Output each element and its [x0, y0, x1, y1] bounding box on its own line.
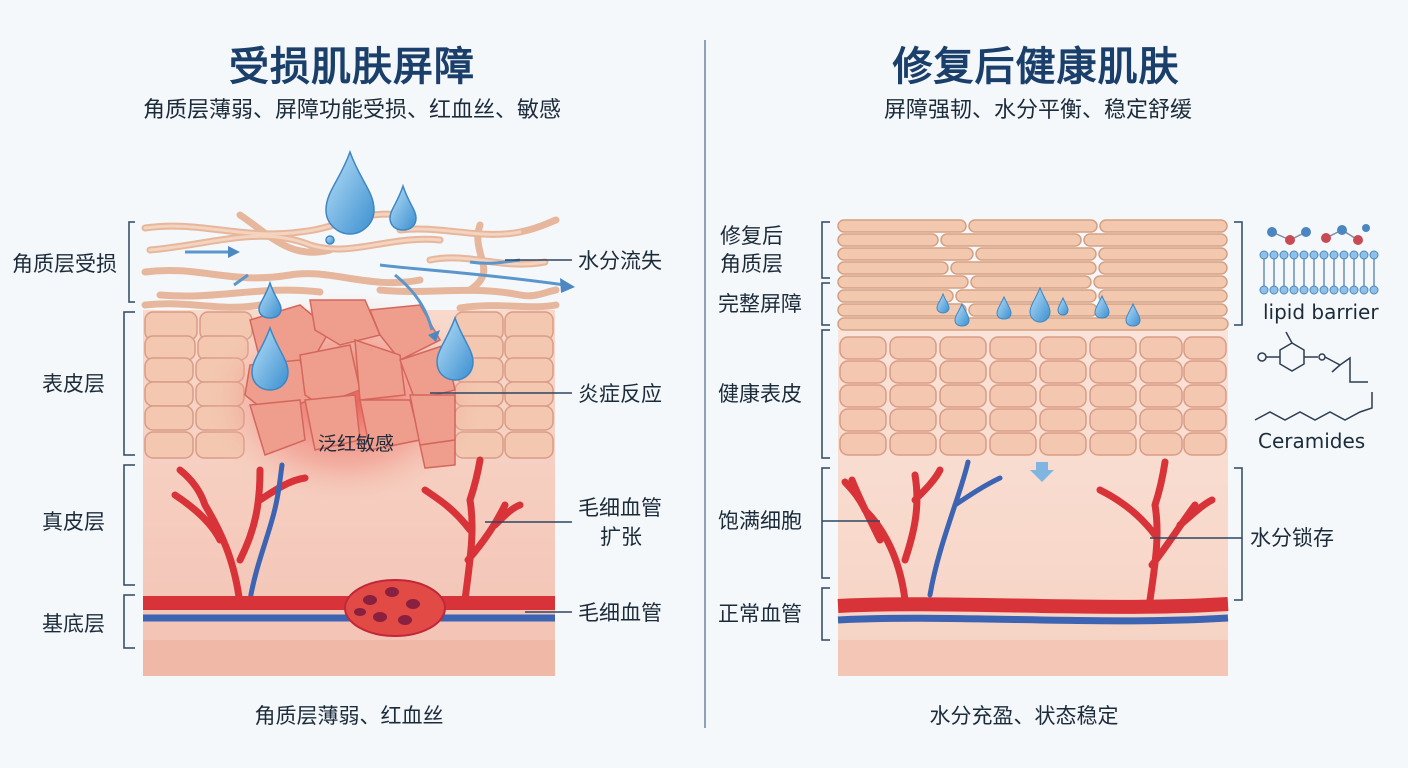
label-basal: 基底层 — [42, 612, 105, 636]
right-layer-brackets — [821, 221, 1243, 641]
right-skin-block — [821, 219, 1243, 676]
water-droplets-left — [251, 149, 474, 391]
left-title: 受损肌肤屏障 — [229, 44, 475, 90]
left-basal-vessel — [143, 579, 555, 637]
callout-ceramides: Ceramides — [1258, 429, 1366, 453]
label-repaired-stratum-2: 角质层 — [720, 252, 783, 276]
label-stratum-damaged: 角质层受损 — [12, 252, 117, 276]
callout-water-lock: 水分锁存 — [1250, 526, 1334, 550]
callout-capillary: 毛细血管 — [578, 601, 662, 625]
left-caption: 角质层薄弱、红血丝 — [254, 704, 444, 728]
left-callout-lines — [430, 259, 572, 613]
down-arrow-icon — [1030, 462, 1054, 482]
center-label-redness: 泛红敏感 — [318, 433, 395, 455]
label-plump-cells: 饱满细胞 — [718, 509, 802, 533]
right-caption: 水分充盈、状态稳定 — [929, 704, 1119, 728]
left-layer-brackets — [123, 221, 135, 649]
left-dermis-vessels — [171, 456, 524, 609]
lipid-bilayer-icon — [1259, 224, 1379, 295]
arrowheads — [228, 246, 575, 342]
healthy-stratum-layers — [837, 219, 1229, 331]
right-dermis-vessels — [841, 458, 1216, 604]
ceramide-structure-icon — [1254, 331, 1373, 421]
inflamed-cells — [244, 299, 456, 469]
right-basal-band — [838, 640, 1228, 676]
right-title: 修复后健康肌肤 — [892, 44, 1180, 90]
panel-divider — [704, 40, 706, 728]
callout-lipid-barrier: lipid barrier — [1263, 300, 1379, 324]
left-subtitle: 角质层薄弱、屏障功能受损、红血丝、敏感 — [142, 98, 561, 123]
right-basal-vessel — [837, 597, 1229, 625]
callout-capillary-dilation-2: 扩张 — [600, 525, 642, 549]
label-dermis: 真皮层 — [42, 510, 105, 534]
callout-capillary-dilation-1: 毛细血管 — [578, 496, 662, 520]
right-callout-lines — [822, 520, 1242, 539]
water-droplets-right — [936, 286, 1141, 327]
left-skin-block — [123, 149, 575, 676]
label-epidermis: 表皮层 — [42, 372, 105, 396]
callout-inflammation: 炎症反应 — [578, 382, 662, 406]
right-subtitle: 屏障强韧、水分平衡、稳定舒缓 — [883, 98, 1192, 123]
left-basal-band — [143, 640, 555, 676]
label-complete-barrier: 完整屏障 — [718, 292, 802, 316]
label-healthy-epidermis: 健康表皮 — [718, 382, 802, 406]
label-normal-vessels: 正常血管 — [718, 602, 802, 626]
healthy-epidermis-cells — [839, 336, 1227, 456]
label-repaired-stratum-1: 修复后 — [720, 224, 783, 248]
callout-water-loss: 水分流失 — [578, 249, 662, 273]
